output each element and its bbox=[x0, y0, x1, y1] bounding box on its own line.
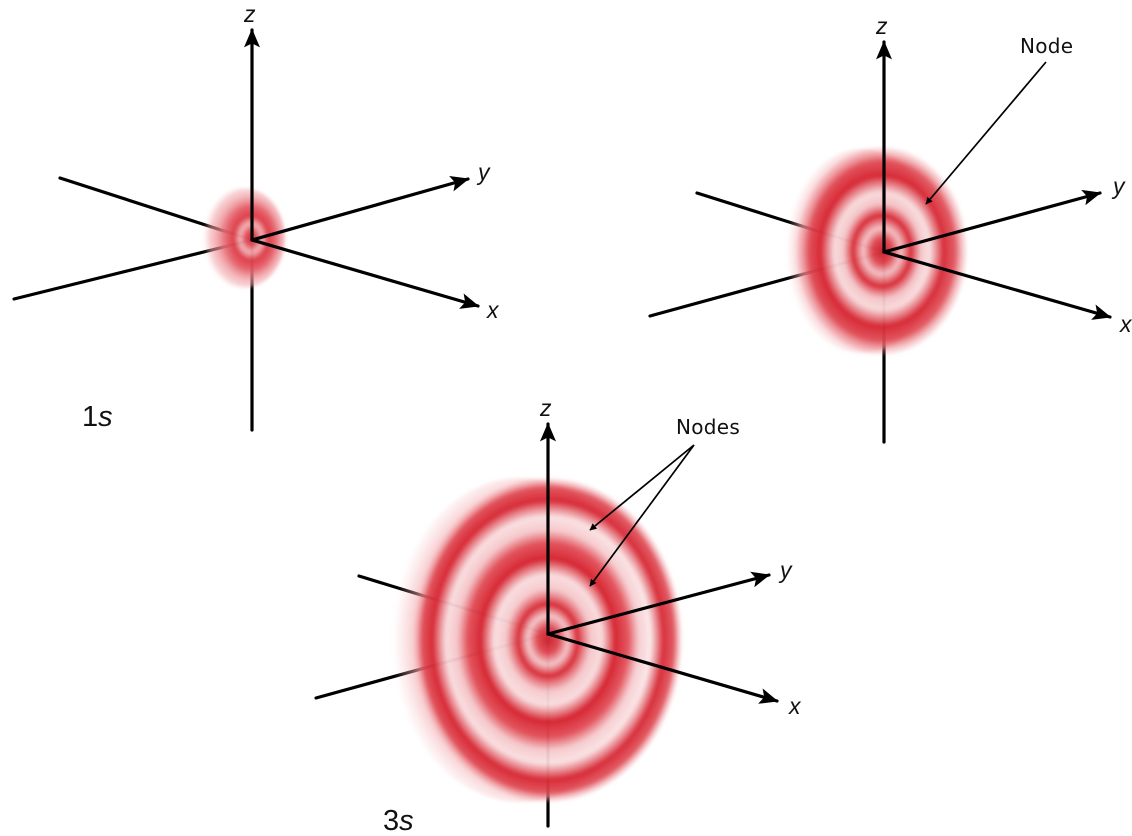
axis-label-y: y bbox=[1111, 173, 1126, 199]
axis-x bbox=[882, 250, 1112, 320]
nodes-label: Nodes bbox=[676, 415, 740, 439]
orbital-label-1s: 1s bbox=[82, 401, 113, 433]
nodes-pointer-arrow-inner bbox=[589, 444, 695, 587]
axis-label-x: x bbox=[1119, 311, 1132, 337]
orbital-2s: z y x Node bbox=[648, 13, 1132, 444]
node-pointer-arrow bbox=[925, 61, 1047, 205]
electron-cloud-3s bbox=[414, 478, 682, 802]
electron-cloud-2s bbox=[797, 147, 967, 355]
axis-y bbox=[250, 176, 470, 242]
axis-label-y: y bbox=[476, 159, 491, 185]
axis-y bbox=[882, 189, 1102, 254]
axis-label-z: z bbox=[875, 13, 888, 39]
axis-label-x: x bbox=[486, 297, 500, 323]
node-label: Node bbox=[1020, 34, 1073, 58]
axis-label-y: y bbox=[778, 557, 793, 583]
orbital-3s: z y x Nodes 3s bbox=[314, 395, 802, 836]
nodes-pointer-arrow-outer bbox=[589, 444, 695, 531]
axis-y bbox=[546, 571, 771, 636]
axis-label-z: z bbox=[539, 395, 552, 421]
orbital-1s: z y x 1s bbox=[12, 1, 500, 433]
axis-x bbox=[546, 632, 779, 704]
axis-label-x: x bbox=[788, 693, 802, 719]
axis-label-z: z bbox=[243, 1, 256, 27]
orbital-label-3s: 3s bbox=[383, 805, 414, 836]
axis-x bbox=[250, 238, 480, 309]
